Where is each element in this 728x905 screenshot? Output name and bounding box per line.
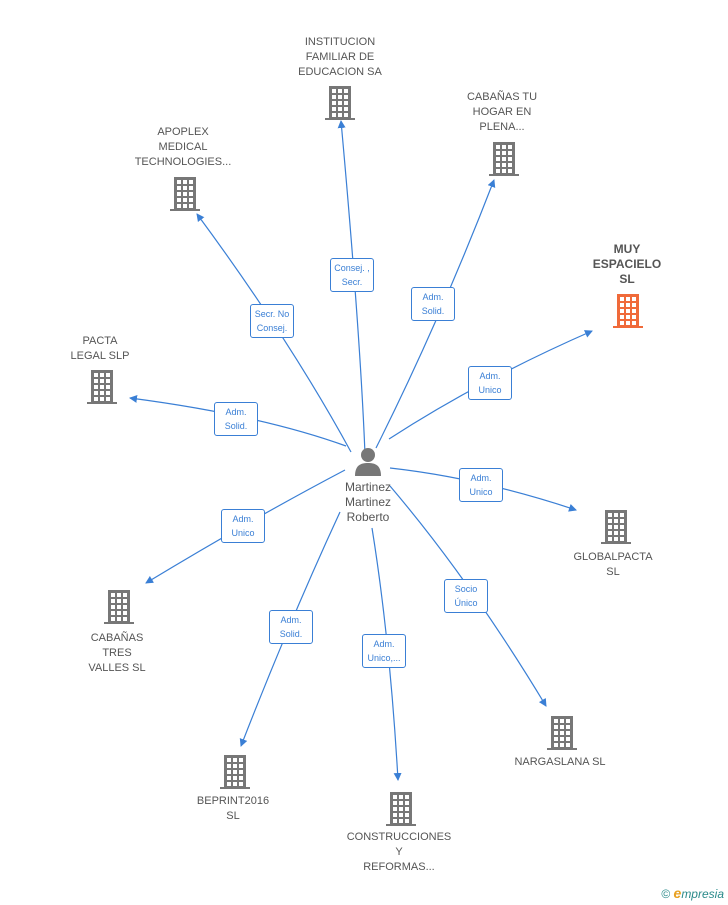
edge-role-label-nargaslana[interactable]: Socio Único bbox=[444, 579, 488, 613]
company-label-construcciones[interactable]: CONSTRUCCIONES Y REFORMAS... bbox=[346, 831, 452, 873]
company-label-beprint[interactable]: BEPRINT2016 SL bbox=[196, 795, 270, 822]
company-label-nargaslana[interactable]: NARGASLANA SL bbox=[514, 756, 606, 768]
company-label-cabanas-tu-hogar[interactable]: CABAÑAS TU HOGAR EN PLENA... bbox=[466, 91, 538, 133]
brand-name: mpresia bbox=[681, 887, 724, 901]
copyright-symbol: © bbox=[661, 887, 671, 901]
building-icon bbox=[170, 177, 200, 211]
edge-institucion bbox=[337, 120, 366, 455]
edge-role-label-institucion[interactable]: Consej. , Secr. bbox=[330, 258, 374, 292]
footer-brand: © empresia bbox=[661, 885, 724, 901]
edge-role-label-beprint[interactable]: Adm. Solid. bbox=[269, 610, 313, 644]
edge-role-label-globalpacta[interactable]: Adm. Unico bbox=[459, 468, 503, 502]
company-label-pacta-legal[interactable]: PACTA LEGAL SLP bbox=[70, 335, 130, 362]
building-icon bbox=[489, 142, 519, 176]
company-label-muy-espacielo[interactable]: MUY ESPACIELO SL bbox=[592, 242, 662, 286]
edge-role-label-cabanas-tres-valles[interactable]: Adm. Unico bbox=[221, 509, 265, 543]
center-person-name[interactable]: Martinez Martinez Roberto bbox=[344, 480, 391, 524]
edge-role-label-apoplex[interactable]: Secr. No Consej. bbox=[250, 304, 294, 338]
person-icon bbox=[355, 448, 381, 476]
building-icon bbox=[87, 370, 117, 404]
edge-role-label-construcciones[interactable]: Adm. Unico,... bbox=[362, 634, 406, 668]
brand-initial: e bbox=[673, 885, 682, 901]
company-label-globalpacta[interactable]: GLOBALPACTA SL bbox=[573, 551, 653, 578]
building-icon bbox=[613, 294, 643, 328]
edge-role-label-cabanas-tu-hogar[interactable]: Adm. Solid. bbox=[411, 287, 455, 321]
company-label-institucion[interactable]: INSTITUCION FAMILIAR DE EDUCACION SA bbox=[298, 36, 382, 78]
building-icon bbox=[547, 716, 577, 750]
edge-role-label-pacta-legal[interactable]: Adm. Solid. bbox=[214, 402, 258, 436]
company-label-apoplex[interactable]: APOPLEX MEDICAL TECHNOLOGIES... bbox=[134, 126, 232, 168]
building-icon bbox=[220, 755, 250, 789]
edge-role-label-muy-espacielo[interactable]: Adm. Unico bbox=[468, 366, 512, 400]
building-icon bbox=[325, 86, 355, 120]
company-label-cabanas-tres-valles[interactable]: CABAÑAS TRES VALLES SL bbox=[88, 632, 146, 674]
building-icon bbox=[386, 792, 416, 826]
building-icon bbox=[104, 590, 134, 624]
building-icon bbox=[601, 510, 631, 544]
